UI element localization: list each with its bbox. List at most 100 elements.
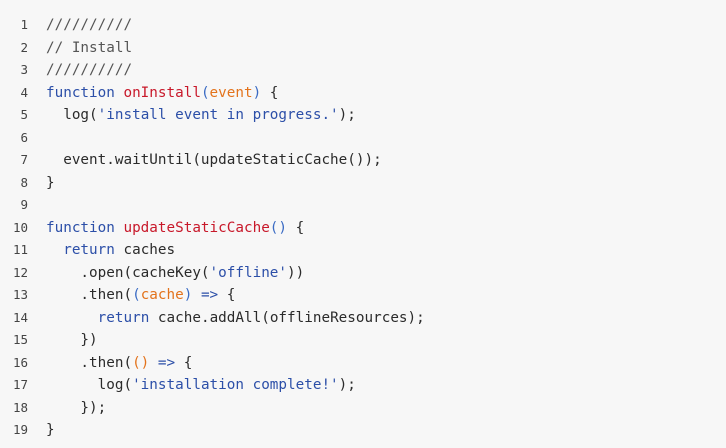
code-token: cache	[140, 287, 184, 303]
code-token: ()	[132, 354, 150, 371]
line-number: 5	[20, 107, 28, 122]
code-token: function	[46, 219, 124, 236]
line-number: 14	[12, 309, 28, 325]
code-text: }	[46, 419, 55, 442]
code-line: 11 return caches	[0, 239, 726, 262]
code-token: 'install event in progress.'	[97, 107, 339, 123]
code-token: // Install	[46, 39, 133, 56]
code-token: {	[261, 84, 279, 101]
code-text: log('install event in progress.');	[46, 104, 356, 127]
code-line: 13 .then((cache) => {	[0, 284, 726, 307]
code-text: .then(() => {	[46, 352, 192, 375]
line-number: 15	[12, 332, 28, 347]
code-token: event	[209, 84, 253, 101]
code-token: {	[287, 219, 305, 236]
code-line: 1 //////////	[0, 14, 726, 37]
code-token: return	[97, 309, 150, 326]
code-line: 15 })	[0, 329, 726, 352]
code-token: );	[338, 377, 356, 393]
code-text: });	[46, 397, 106, 420]
code-token: {	[175, 354, 193, 371]
line-number: 19	[12, 422, 28, 437]
code-line: 17 log('installation complete!');	[0, 374, 726, 397]
code-token: 'installation complete!'	[132, 377, 339, 393]
code-text: log('installation complete!');	[46, 374, 356, 397]
line-number: 17	[12, 377, 28, 392]
code-line: 18 });	[0, 397, 726, 420]
code-token: updateStaticCache	[123, 219, 270, 236]
code-line: 2 // Install	[0, 37, 726, 60]
code-text: .then((cache) => {	[46, 284, 235, 307]
code-token: onInstall	[123, 84, 201, 101]
line-number: 18	[12, 399, 28, 415]
code-text: //////////	[46, 14, 132, 37]
code-token: }	[46, 422, 55, 438]
code-token: ))	[287, 264, 305, 281]
code-line: 3 //////////	[0, 59, 726, 82]
code-token: cache.addAll(offlineResources);	[149, 309, 425, 326]
code-line: 9	[0, 194, 726, 217]
code-token: )	[252, 84, 262, 101]
code-text: //////////	[46, 59, 132, 82]
code-line: 16 .then(() => {	[0, 352, 726, 375]
line-number: 9	[20, 197, 28, 212]
code-line: 5 log('install event in progress.');	[0, 104, 726, 127]
code-token: log(	[46, 377, 133, 393]
code-token: function	[46, 84, 124, 101]
code-token: return	[63, 242, 115, 258]
code-line: 4 function onInstall(event) {	[0, 82, 726, 105]
code-text: .open(cacheKey('offline'))	[46, 262, 304, 285]
code-token	[46, 310, 98, 326]
code-token: //////////	[46, 17, 133, 33]
code-token: (	[200, 84, 210, 101]
code-token	[46, 242, 63, 258]
code-token: (	[132, 287, 141, 303]
code-token: })	[46, 332, 98, 348]
line-number: 2	[20, 39, 28, 55]
code-token	[149, 355, 158, 371]
code-token: log(	[46, 107, 98, 123]
code-token: ()	[269, 219, 288, 236]
code-token: );	[338, 107, 356, 123]
code-line: 8}	[0, 172, 726, 195]
code-text: })	[46, 329, 98, 352]
code-token: {	[218, 287, 236, 303]
code-line: 12 .open(cacheKey('offline'))	[0, 262, 726, 285]
line-number: 8	[20, 174, 28, 190]
code-text: function onInstall(event) {	[46, 82, 278, 105]
line-number: 4	[20, 84, 28, 100]
line-number: 10	[12, 219, 28, 235]
code-text: return caches	[46, 239, 175, 262]
code-text: // Install	[46, 37, 132, 60]
line-number: 12	[12, 264, 28, 280]
code-text: }	[46, 172, 55, 195]
code-token: event.waitUntil(updateStaticCache());	[46, 152, 382, 168]
line-number: 7	[20, 152, 28, 167]
code-token: =>	[157, 354, 176, 371]
code-token: 'offline'	[209, 264, 288, 281]
code-token: }	[46, 174, 55, 191]
code-token: .open(cacheKey(	[46, 264, 210, 281]
line-number: 11	[12, 242, 28, 257]
code-token: caches	[114, 242, 176, 258]
code-line: 19}	[0, 419, 726, 442]
line-number: 6	[20, 129, 28, 145]
code-token: )	[183, 287, 193, 303]
code-line: 14 return cache.addAll(offlineResources)…	[0, 307, 726, 330]
code-token	[192, 287, 201, 303]
code-token: .then(	[46, 354, 133, 371]
code-token: });	[46, 399, 107, 416]
line-number: 16	[12, 354, 28, 370]
code-token: //////////	[46, 62, 133, 78]
code-line: 7 event.waitUntil(updateStaticCache());	[0, 149, 726, 172]
code-line: 6	[0, 127, 726, 150]
line-number: 3	[20, 62, 28, 77]
code-text: function updateStaticCache() {	[46, 217, 304, 240]
code-line: 10 function updateStaticCache() {	[0, 217, 726, 240]
code-token: .then(	[46, 287, 133, 303]
code-text: event.waitUntil(updateStaticCache());	[46, 149, 382, 172]
code-token: =>	[200, 287, 219, 303]
code-text: return cache.addAll(offlineResources);	[46, 307, 425, 330]
line-number: 1	[20, 17, 28, 32]
